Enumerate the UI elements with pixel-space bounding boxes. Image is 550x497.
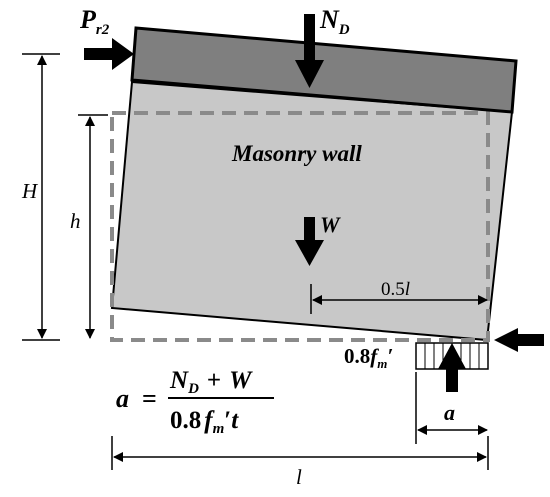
- original-wall-outline: [110, 111, 490, 342]
- lateral-reaction-arrow: [494, 328, 544, 352]
- height-h-dimension: [78, 114, 108, 339]
- height-h-label: h: [70, 209, 81, 233]
- pr2-label-sub: r2: [96, 22, 110, 38]
- formula-num-n-sub: D: [187, 381, 199, 397]
- nd-label-sub: D: [338, 22, 350, 38]
- top-beam: [130, 26, 518, 114]
- pr2-label-main: P: [79, 5, 97, 34]
- formula-den-f: f: [204, 407, 215, 434]
- formula-num-n: N: [169, 367, 189, 394]
- height-H-label: H: [21, 179, 39, 203]
- weight-arrow: [295, 217, 324, 266]
- compressive-stress-coef: 0.8: [344, 344, 370, 368]
- pr2-label: Pr2: [79, 5, 110, 38]
- height-H-dimension: [22, 53, 60, 341]
- block-width-dimension: [415, 372, 488, 444]
- formula-den-coef: 0.8: [170, 407, 201, 434]
- nd-force-arrow: [295, 14, 324, 88]
- masonry-wall-body: [110, 80, 514, 342]
- compressive-stress-label: 0.8fm′: [344, 344, 393, 371]
- formula-num-plus: +: [207, 367, 221, 394]
- compressive-stress-f: f: [370, 344, 379, 368]
- nd-label: ND: [319, 5, 350, 38]
- half-length-label: 0.5l: [381, 279, 410, 300]
- formula-num-w: W: [229, 367, 253, 394]
- bearing-reaction-arrow: [438, 343, 466, 392]
- wall-title: Masonry wall: [231, 141, 362, 166]
- length-dimension: [111, 436, 489, 470]
- half-length-label-var: l: [405, 279, 410, 300]
- formula-den-m: m: [213, 421, 225, 437]
- block-width-label: a: [444, 400, 455, 425]
- compressive-stress-prime: ′: [387, 344, 393, 368]
- compressive-stress-sub: m: [377, 356, 387, 371]
- length-label: l: [296, 465, 302, 489]
- formula-numerator: ND + W: [169, 367, 253, 397]
- pr2-force-arrow: [84, 38, 134, 70]
- formula-den-prime: ′: [224, 407, 231, 434]
- nd-label-main: N: [319, 5, 340, 34]
- formula-den-t: t: [231, 407, 239, 434]
- half-length-dimension: [310, 284, 488, 314]
- half-length-label-num: 0.5: [381, 279, 405, 300]
- formula-lhs: a: [116, 384, 129, 413]
- weight-label: W: [320, 212, 341, 237]
- formula-equals: =: [142, 384, 157, 413]
